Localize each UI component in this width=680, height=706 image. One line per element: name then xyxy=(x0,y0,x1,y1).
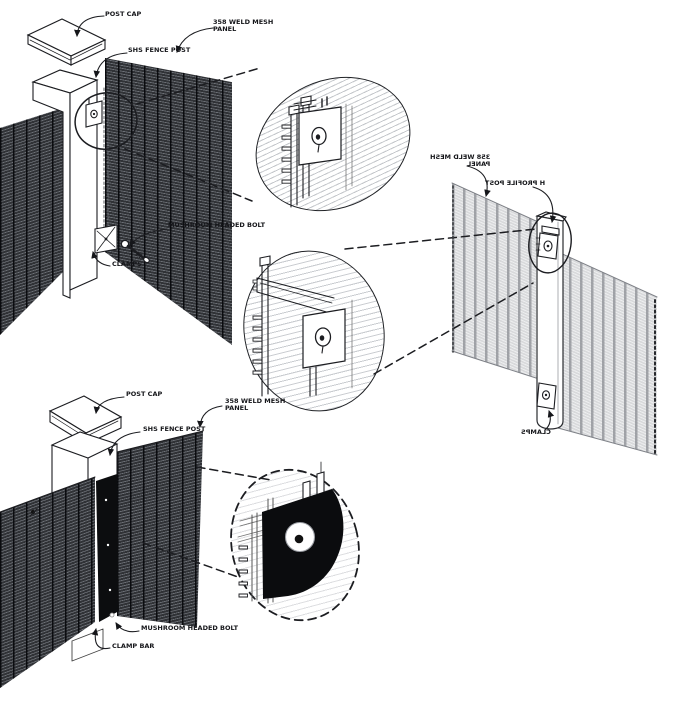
bl-label-mesh-line1: 358 WELD MESH xyxy=(225,397,286,405)
bl-label-post-cap: POST CAP xyxy=(126,390,163,398)
tl-post-cap xyxy=(26,18,107,66)
tl-label-fence-post: SHS FENCE POST xyxy=(128,46,191,54)
tl-clamp-highlight xyxy=(74,92,138,150)
tl-mesh-panel-left xyxy=(0,108,63,335)
tl-label-post-cap: POST CAP xyxy=(105,10,142,18)
mid-zoom-connectors xyxy=(344,228,537,375)
tl-label-mesh-line2: PANEL xyxy=(213,25,237,34)
right-label-clamps: CLAMPS xyxy=(521,428,551,436)
bl-label-mesh-line2: PANEL xyxy=(225,404,249,413)
bl-shs-post-wireframe xyxy=(50,431,119,662)
bl-clamp-bar xyxy=(29,474,119,622)
bl-label-clamp-bar: CLAMP BAR xyxy=(112,642,155,650)
tl-bottom-clamp-and-bolt xyxy=(94,224,150,263)
tl-label-mesh-line1: 358 WELD MESH xyxy=(213,18,274,26)
right-leader-lines xyxy=(466,165,557,431)
zoom-hprofile-detail xyxy=(252,255,353,397)
right-label-h-profile-post: H PROFILE POST xyxy=(485,179,546,187)
bl-label-mesh-panel: 358 WELD MESH PANEL xyxy=(225,397,286,413)
bl-label-fence-post: SHS FENCE POST xyxy=(143,425,206,433)
tl-label-mesh-panel: 358 WELD MESH PANEL xyxy=(213,18,274,34)
right-label-mesh-panel: 358 WELD MESH PANEL xyxy=(430,153,491,169)
bl-mesh-edges xyxy=(0,430,204,513)
bl-label-mushroom-bolt: MUSHROOM HEADED BOLT xyxy=(141,624,239,632)
bl-leader-lines xyxy=(91,396,223,650)
zoom-clamp-detail xyxy=(281,95,353,208)
tl-zoom-connectors xyxy=(124,67,261,202)
tl-label-mushroom-bolt: MUSHROOM HEADED BOLT xyxy=(168,221,266,229)
right-mesh-panel-left xyxy=(452,183,536,378)
bl-mesh-panel-right xyxy=(117,431,203,627)
right-label-mesh-line2: PANEL xyxy=(467,160,491,169)
tl-label-clamps: CLAMPS xyxy=(112,260,142,268)
zoom-clampbar-detail xyxy=(230,461,360,622)
right-assembly xyxy=(451,182,658,456)
bottom-zoom-connectors xyxy=(142,466,272,578)
tl-leader-lines xyxy=(74,15,214,267)
